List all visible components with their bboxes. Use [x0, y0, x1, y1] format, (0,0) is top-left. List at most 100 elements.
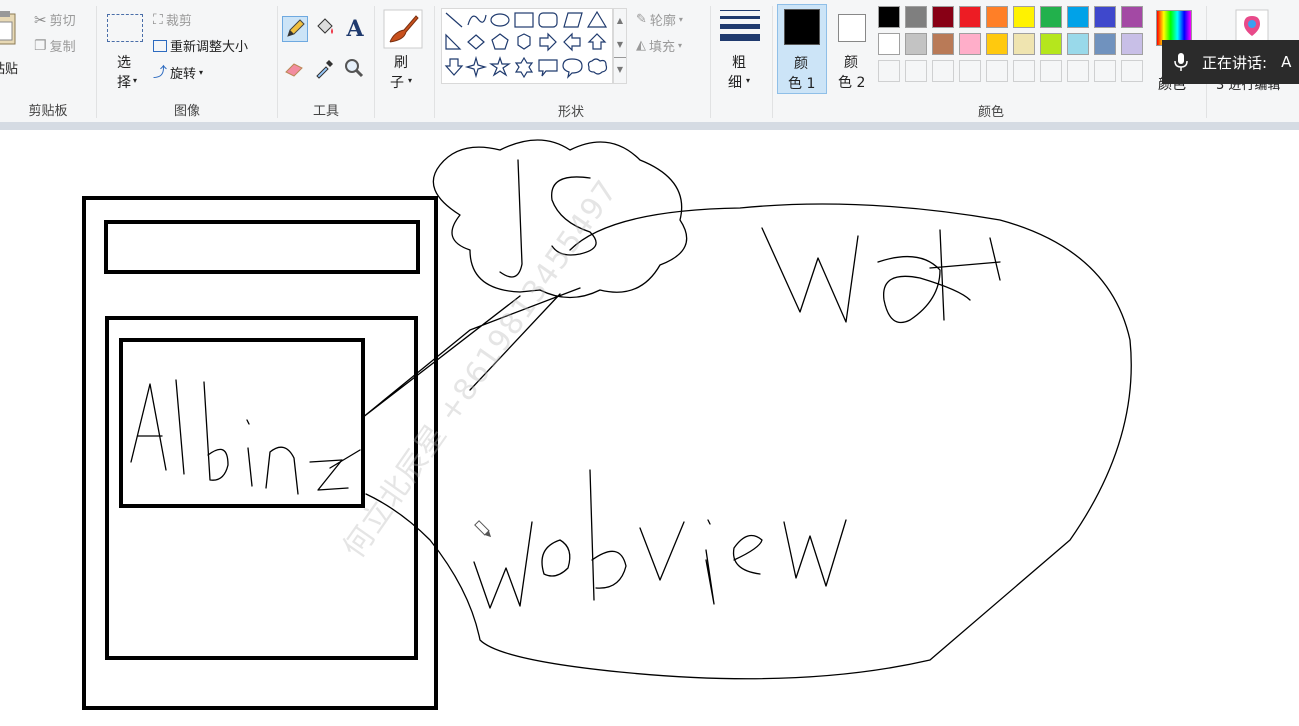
crop-label: 裁剪 [165, 14, 192, 29]
web-blob-outline [365, 203, 1132, 680]
tools-group: A 工具 [278, 0, 374, 122]
paste-button[interactable]: 粘贴 ▾ [0, 8, 22, 92]
custom-color-slot[interactable] [1013, 60, 1035, 82]
paint3d-icon [1235, 9, 1269, 43]
custom-color-slot[interactable] [1121, 60, 1143, 82]
color-palette [878, 6, 1150, 88]
callout-oval-shape-icon [562, 58, 583, 79]
shapes-scroll-bar[interactable]: ▲ ▼ ▼ [613, 8, 627, 84]
ribbon-toolbar: 粘贴 ▾ ✂ 剪切 ❐ 复制 剪贴板 选 择 ▾ ⛶ 裁剪 重新调整大小 [0, 0, 1299, 124]
rotate-icon: ⤴ [153, 65, 167, 81]
cut-button[interactable]: ✂ 剪切 [34, 10, 76, 30]
speaking-name: A [1281, 53, 1292, 71]
custom-color-slot[interactable] [959, 60, 981, 82]
palette-swatch[interactable] [878, 33, 900, 55]
palette-swatch[interactable] [959, 33, 981, 55]
brush-icon [383, 9, 423, 49]
chevron-down-icon: ▾ [746, 76, 751, 85]
scroll-up-icon[interactable]: ▲ [616, 16, 624, 25]
custom-color-slot[interactable] [905, 60, 927, 82]
connector-lines [329, 287, 581, 469]
palette-swatch[interactable] [905, 33, 927, 55]
clipboard-group-label: 剪贴板 [28, 104, 68, 119]
palette-swatch[interactable] [1013, 6, 1035, 28]
palette-swatch[interactable] [959, 6, 981, 28]
select-label-2: 择 [117, 75, 131, 91]
fill-label: 填充 [649, 40, 676, 55]
brushes-label-1: 刷 [394, 55, 408, 71]
select-button[interactable]: 选 择 ▾ [105, 10, 145, 94]
palette-swatch[interactable] [878, 6, 900, 28]
size-label-2: 细 [728, 75, 742, 91]
handwriting-albin [130, 383, 167, 471]
fill-button[interactable]: ◭ 填充 ▾ [636, 36, 682, 55]
scroll-down-icon[interactable]: ▼ [616, 40, 624, 49]
crop-button[interactable]: ⛶ 裁剪 [153, 10, 192, 30]
pencil-tool-button[interactable] [282, 16, 308, 42]
color1-button[interactable]: 颜 色 1 [777, 4, 827, 94]
callout-cloud-shape-icon [587, 58, 608, 75]
palette-swatch[interactable] [1121, 33, 1143, 55]
clipboard-group: 粘贴 ▾ ✂ 剪切 ❐ 复制 剪贴板 [0, 0, 96, 122]
eraser-tool-button[interactable] [282, 56, 308, 82]
palette-swatch[interactable] [1094, 6, 1116, 28]
palette-swatch[interactable] [1040, 6, 1062, 28]
image-group-label: 图像 [173, 104, 200, 119]
scissors-icon: ✂ [34, 10, 47, 29]
expand-gallery-icon[interactable]: ▼ [614, 57, 626, 82]
pencil-icon [287, 19, 305, 37]
outline-label: 轮廓 [649, 14, 676, 29]
magnifier-icon [345, 59, 364, 78]
handwriting-js-s [551, 176, 597, 256]
albin-box-rect [119, 338, 365, 508]
callout-rect-shape-icon [538, 59, 558, 77]
custom-color-slot[interactable] [1040, 60, 1062, 82]
palette-swatch[interactable] [1121, 6, 1143, 28]
custom-color-slot[interactable] [1094, 60, 1116, 82]
copy-button[interactable]: ❐ 复制 [34, 36, 76, 56]
palette-swatch[interactable] [1013, 33, 1035, 55]
pentagon-shape-icon [491, 33, 509, 50]
palette-swatch[interactable] [1067, 6, 1089, 28]
shapes-gallery-icons [444, 10, 608, 79]
custom-color-slot[interactable] [1067, 60, 1089, 82]
microphone-icon [1174, 53, 1188, 71]
palette-swatch[interactable] [986, 6, 1008, 28]
copy-icon: ❐ [34, 37, 47, 54]
custom-color-slot[interactable] [878, 60, 900, 82]
five-point-star-shape-icon [489, 56, 511, 77]
magnifier-button[interactable] [342, 56, 368, 82]
palette-swatch[interactable] [1040, 33, 1062, 55]
custom-color-slot[interactable] [932, 60, 954, 82]
color2-button[interactable]: 颜 色 2 [830, 4, 874, 94]
separator [434, 6, 435, 118]
resize-button[interactable]: 重新调整大小 [153, 36, 248, 55]
text-tool-button[interactable]: A [342, 16, 368, 42]
palette-swatch[interactable] [1094, 33, 1116, 55]
outline-icon: ✎ [636, 12, 647, 27]
polygon-shape-icon [563, 12, 583, 28]
handwriting-js-j [499, 159, 523, 278]
brushes-button[interactable]: 刷 子 ▾ [378, 6, 428, 96]
palette-swatch[interactable] [905, 6, 927, 28]
shapes-gallery[interactable] [441, 8, 613, 84]
chevron-down-icon: ▾ [408, 76, 413, 85]
palette-swatch[interactable] [932, 6, 954, 28]
line-shape-icon [445, 12, 463, 28]
size-button[interactable]: 粗 细 ▾ [714, 6, 768, 96]
palette-swatch[interactable] [986, 33, 1008, 55]
clipboard-icon [0, 11, 16, 45]
palette-swatch[interactable] [1067, 33, 1089, 55]
four-point-star-shape-icon [464, 55, 488, 79]
palette-swatch[interactable] [932, 33, 954, 55]
custom-color-slot[interactable] [986, 60, 1008, 82]
outline-button[interactable]: ✎ 轮廓 ▾ [636, 10, 683, 29]
chevron-down-icon: ▾ [133, 76, 138, 85]
content-area-rect [105, 316, 418, 660]
drawing-canvas[interactable]: 何立北辰星 +8619813455497 [0, 130, 1299, 726]
colors-group-label: 颜色 [977, 105, 1004, 120]
color-picker-button[interactable] [312, 56, 338, 82]
fill-tool-button[interactable] [312, 16, 338, 42]
rotate-button[interactable]: ⤴ 旋转 ▾ [153, 62, 203, 82]
rectangle-shape-icon [514, 12, 534, 28]
